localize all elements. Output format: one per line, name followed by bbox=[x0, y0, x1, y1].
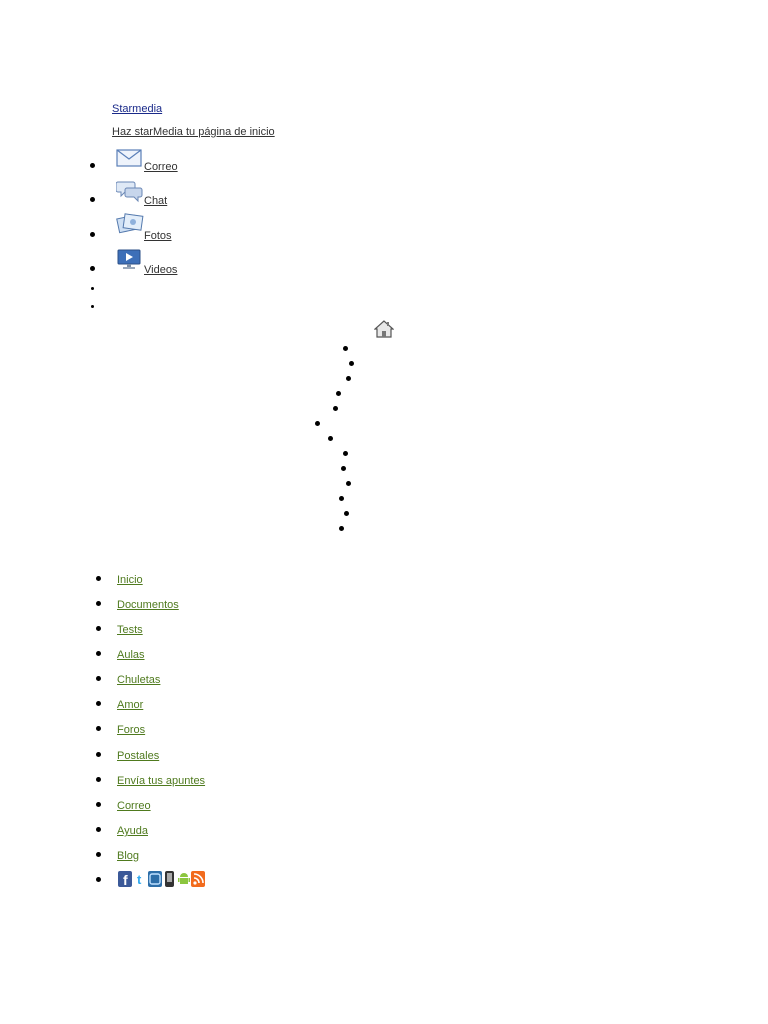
photos-icon[interactable] bbox=[116, 211, 144, 237]
nav-link-blog[interactable]: Blog bbox=[117, 850, 140, 862]
twitter-icon[interactable]: t bbox=[134, 871, 148, 887]
list-bullet bbox=[90, 266, 95, 271]
mobile-phone-icon[interactable] bbox=[165, 871, 174, 887]
list-bullet bbox=[339, 526, 344, 531]
list-bullet bbox=[96, 877, 101, 882]
nav-link-postales[interactable]: Postales bbox=[117, 750, 160, 762]
list-bullet bbox=[315, 421, 320, 426]
list-bullet bbox=[96, 576, 101, 581]
list-bullet bbox=[336, 391, 341, 396]
list-bullet bbox=[90, 163, 95, 168]
list-bullet bbox=[343, 451, 348, 456]
facebook-icon[interactable]: f bbox=[118, 871, 132, 888]
nav-link-foros[interactable]: Foros bbox=[117, 724, 146, 736]
list-bullet bbox=[96, 827, 101, 832]
list-bullet bbox=[96, 777, 101, 782]
svg-text:t: t bbox=[137, 872, 142, 887]
nav-link-aulas[interactable]: Aulas bbox=[117, 649, 145, 661]
chat-bubbles-icon[interactable] bbox=[115, 179, 144, 205]
service-link-correo[interactable]: Correo bbox=[144, 161, 178, 173]
nav-link-documentos[interactable]: Documentos bbox=[117, 599, 179, 611]
list-bullet bbox=[96, 726, 101, 731]
set-homepage-link[interactable]: Haz starMedia tu página de inicio bbox=[112, 126, 275, 138]
svg-text:f: f bbox=[123, 872, 128, 887]
list-bullet bbox=[344, 511, 349, 516]
nav-link-envia-apuntes[interactable]: Envía tus apuntes bbox=[117, 775, 206, 787]
list-bullet bbox=[96, 601, 101, 606]
nav-link-correo[interactable]: Correo bbox=[117, 800, 151, 812]
nav-link-amor[interactable]: Amor bbox=[117, 699, 144, 711]
nav-link-ayuda[interactable]: Ayuda bbox=[117, 825, 148, 837]
list-bullet bbox=[333, 406, 338, 411]
envelope-icon[interactable] bbox=[116, 147, 144, 173]
list-bullet bbox=[339, 496, 344, 501]
video-monitor-icon[interactable] bbox=[116, 248, 144, 274]
list-bullet bbox=[328, 436, 333, 441]
android-icon[interactable] bbox=[177, 871, 191, 887]
service-link-fotos[interactable]: Fotos bbox=[144, 230, 172, 242]
list-bullet bbox=[96, 752, 101, 757]
list-bullet bbox=[90, 232, 95, 237]
list-bullet bbox=[349, 361, 354, 366]
list-bullet bbox=[91, 305, 94, 308]
rss-icon[interactable] bbox=[191, 871, 205, 887]
list-bullet bbox=[96, 651, 101, 656]
list-bullet bbox=[96, 852, 101, 857]
list-bullet bbox=[343, 346, 348, 351]
nav-link-inicio[interactable]: Inicio bbox=[117, 574, 143, 586]
list-bullet bbox=[96, 626, 101, 631]
list-bullet bbox=[96, 676, 101, 681]
list-bullet bbox=[91, 287, 94, 290]
list-bullet bbox=[90, 197, 95, 202]
list-bullet bbox=[341, 466, 346, 471]
nav-link-tests[interactable]: Tests bbox=[117, 624, 143, 636]
home-icon[interactable] bbox=[373, 319, 395, 344]
list-bullet bbox=[96, 701, 101, 706]
list-bullet bbox=[346, 481, 351, 486]
service-link-chat[interactable]: Chat bbox=[144, 195, 168, 207]
tuenti-icon[interactable] bbox=[148, 871, 162, 887]
nav-link-chuletas[interactable]: Chuletas bbox=[117, 674, 161, 686]
list-bullet bbox=[96, 802, 101, 807]
starmedia-link[interactable]: Starmedia bbox=[112, 103, 163, 115]
list-bullet bbox=[346, 376, 351, 381]
service-link-videos[interactable]: Videos bbox=[144, 264, 178, 276]
